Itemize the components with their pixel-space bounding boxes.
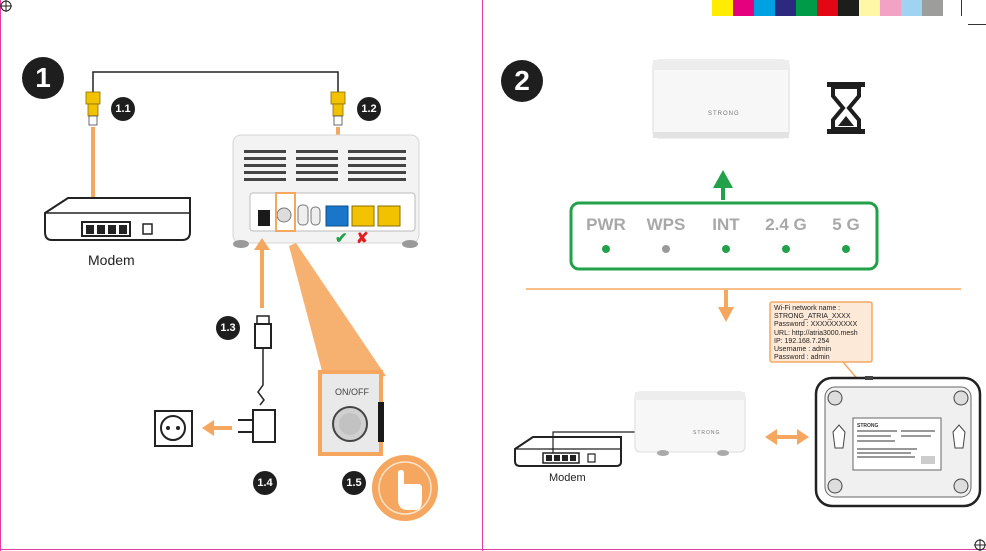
info-line: Password : admin xyxy=(774,354,830,362)
led-label: INT xyxy=(712,215,740,234)
hourglass-icon xyxy=(827,82,865,134)
label-1-3: 1.3 xyxy=(216,316,240,340)
color-swatch xyxy=(733,0,754,16)
led-5g: 5 G xyxy=(816,215,876,263)
led-dot xyxy=(782,245,790,253)
color-registration-bar xyxy=(712,0,943,16)
power-plug xyxy=(254,315,272,406)
led-label: 5 G xyxy=(832,215,860,234)
modem-device xyxy=(44,197,191,241)
registration-mark-bottom-right xyxy=(974,539,986,551)
color-swatch xyxy=(859,0,880,16)
color-swatch xyxy=(712,0,733,16)
svg-text:STRONG: STRONG xyxy=(857,423,879,429)
led-pwr: PWR xyxy=(576,215,636,263)
label-1-5: 1.5 xyxy=(342,471,366,495)
arrow-up-icon xyxy=(254,238,270,250)
led-dot xyxy=(602,245,610,253)
wifi-info-label: Wi-Fi network name : STRONG_ATRIA_XXXX P… xyxy=(774,305,874,362)
led-label: WPS xyxy=(646,215,686,234)
led-int: INT xyxy=(696,215,756,263)
mesh-router-front xyxy=(652,59,790,139)
led-label: 2.4 G xyxy=(765,215,807,234)
center-trim-line xyxy=(482,0,483,551)
ethernet-cable xyxy=(92,71,339,92)
check-icon: ✔ xyxy=(335,230,348,247)
color-swatch xyxy=(880,0,901,16)
router-brand: STRONG xyxy=(708,111,740,117)
power-adapter xyxy=(238,409,276,443)
info-line: Password : XXXXXXXXXX xyxy=(774,321,858,329)
double-arrow-icon xyxy=(765,429,809,445)
cross-icon: ✘ xyxy=(356,230,369,247)
led-dot xyxy=(722,245,730,253)
router-bottom-view xyxy=(814,376,982,508)
arrow-left-icon xyxy=(202,420,214,436)
bottom-trim-line xyxy=(0,549,986,550)
led-dot xyxy=(842,245,850,253)
crop-mark-horizontal xyxy=(968,24,986,25)
color-swatch xyxy=(796,0,817,16)
info-line: IP: 192.168.7.254 xyxy=(774,337,830,345)
rj45-connector-left xyxy=(85,91,101,126)
color-swatch xyxy=(754,0,775,16)
rj45-connector-right xyxy=(330,91,346,126)
led-wps: WPS xyxy=(636,215,696,263)
info-line: Username : admin xyxy=(774,346,832,354)
color-swatch xyxy=(901,0,922,16)
led-2-4g: 2.4 G xyxy=(756,215,816,263)
left-trim-line xyxy=(0,0,1,551)
step-1-illustration: ✔ ✘ ON/OFF xyxy=(44,71,440,523)
step-2-illustration: STRONG STRONG xyxy=(514,59,982,508)
modem-label: Modem xyxy=(88,252,135,268)
on-off-switch-closeup xyxy=(318,370,384,456)
color-swatch xyxy=(922,0,943,16)
info-line: STRONG_ATRIA_XXXX xyxy=(774,313,851,321)
switch-label: ON/OFF xyxy=(335,387,369,397)
led-label: PWR xyxy=(586,215,626,234)
led-panel xyxy=(569,201,879,271)
color-swatch xyxy=(838,0,859,16)
led-dot xyxy=(662,245,670,253)
registration-mark-top-left xyxy=(0,0,12,12)
wall-socket-icon xyxy=(154,410,193,447)
label-1-2: 1.2 xyxy=(357,97,381,121)
led-indicator-row: PWR WPS INT 2.4 G 5 G xyxy=(576,215,876,263)
step-2-badge: 2 xyxy=(501,60,543,102)
finger-press-icon xyxy=(370,453,440,523)
up-arrow-icon xyxy=(713,170,733,188)
svg-text:STRONG: STRONG xyxy=(693,430,720,436)
info-line: URL: http://atria3000.mesh xyxy=(774,329,858,337)
crop-mark-vertical xyxy=(961,0,962,16)
step-1-badge: 1 xyxy=(22,57,64,99)
router-back-panel xyxy=(232,134,420,248)
color-swatch xyxy=(817,0,838,16)
modem-device-small xyxy=(514,436,622,467)
mesh-router-small xyxy=(634,391,746,456)
modem-label-step2: Modem xyxy=(549,472,586,484)
down-arrow-icon xyxy=(718,307,734,322)
info-line: Wi-Fi network name : xyxy=(774,305,841,312)
label-1-4: 1.4 xyxy=(253,471,277,495)
color-swatch xyxy=(775,0,796,16)
label-1-1: 1.1 xyxy=(111,97,135,121)
